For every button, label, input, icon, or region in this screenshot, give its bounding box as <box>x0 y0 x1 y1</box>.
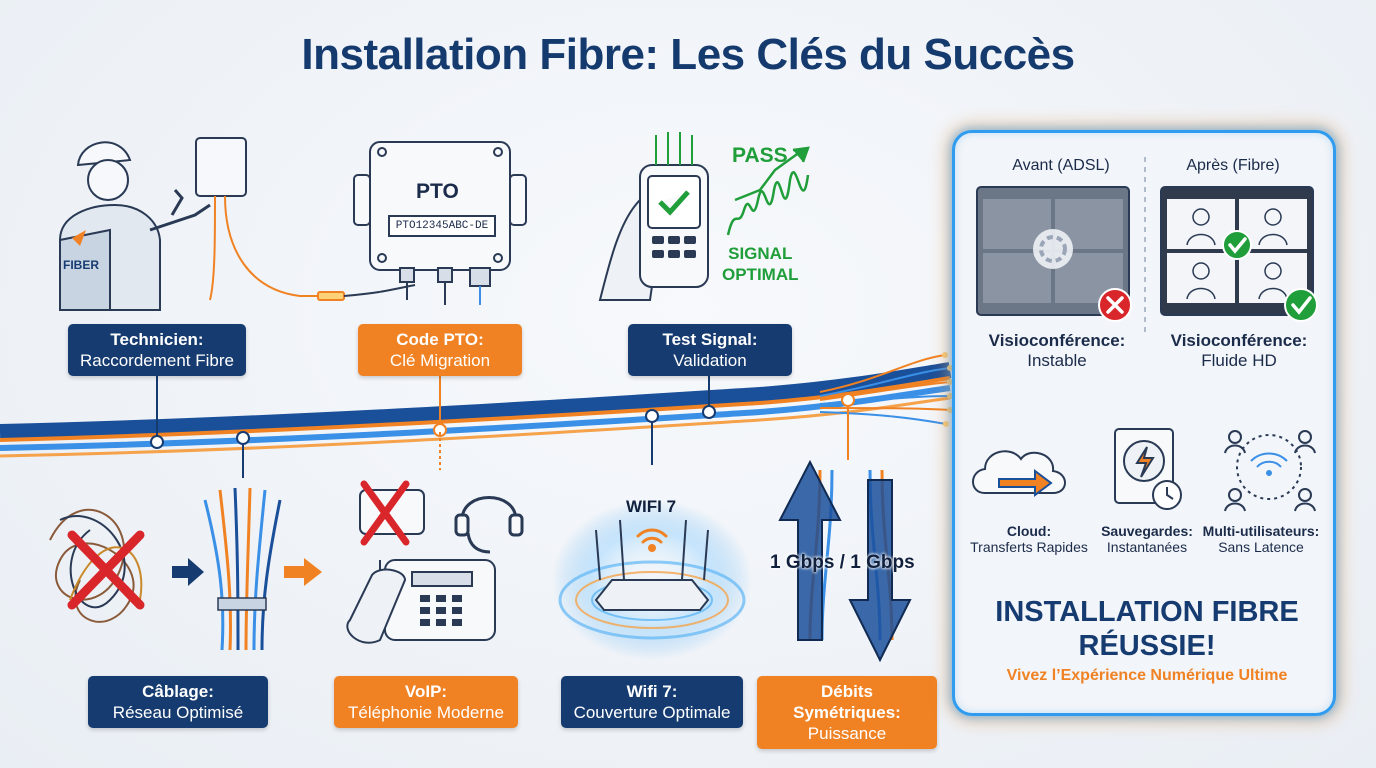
label-debits: Débits Symétriques:Puissance <box>757 676 937 749</box>
tangled-cables-illustration <box>49 508 143 623</box>
fiber-logo-icon <box>72 230 86 246</box>
before-heading: Avant (ADSL) <box>1012 157 1110 174</box>
multi-user-wifi-icon <box>1224 430 1316 512</box>
signal-graph-icon <box>726 146 810 236</box>
feature-backup: Sauvegardes:Instantanées <box>1101 523 1193 555</box>
before-video-screen <box>976 186 1130 316</box>
pto-box-illustration <box>353 141 527 305</box>
feature-cloud: Cloud:Transferts Rapides <box>970 523 1088 555</box>
arrow-up-icon <box>778 459 842 641</box>
tagline: Vivez l’Expérience Numérique Ultime <box>1006 667 1288 684</box>
feature-multi-user: Multi-utilisateurs:Sans Latence <box>1202 523 1320 555</box>
results-panel: Avant (ADSL) Après (Fibre) <box>952 130 1336 716</box>
video-call-comparison <box>976 157 1318 333</box>
arrow-right-icon <box>284 558 322 586</box>
label-technicien: Technicien:Raccordement Fibre <box>68 324 246 376</box>
signal-tester-illustration <box>598 132 709 301</box>
cross-icon <box>67 530 145 610</box>
headset-icon <box>454 496 524 554</box>
after-caption: Visioconférence:Fluide HD <box>1170 331 1308 370</box>
label-code-pto: Code PTO:Clé Migration <box>358 324 522 376</box>
voip-illustration <box>346 489 496 644</box>
cloud-transfer-icon <box>972 450 1066 497</box>
arrow-right-icon <box>172 558 204 586</box>
connector-lines <box>150 376 855 478</box>
feature-icons <box>972 428 1316 512</box>
success-line-2: RÉUSSIE! <box>1078 630 1216 662</box>
success-check-icon <box>1284 288 1318 322</box>
fiber-cable <box>0 352 953 458</box>
cross-icon <box>360 480 410 546</box>
after-heading: Après (Fibre) <box>1186 157 1280 174</box>
organized-cables-illustration <box>203 487 282 651</box>
signal-optimal-text: SIGNAL OPTIMAL <box>722 244 799 284</box>
speed-arrows-illustration <box>778 459 912 663</box>
label-test-signal: Test Signal:Validation <box>628 324 792 376</box>
label-cablage: Câblage:Réseau Optimisé <box>88 676 268 728</box>
label-voip: VoIP:Téléphonie Moderne <box>334 676 518 728</box>
wifi-icon <box>636 528 668 552</box>
pass-text: PASS <box>732 144 788 167</box>
label-wifi: Wifi 7:Couverture Optimale <box>561 676 743 728</box>
success-line-1: INSTALLATION FIBRE <box>995 596 1299 628</box>
fiber-badge-text: FIBER <box>63 258 99 272</box>
router-illustration <box>552 500 752 660</box>
pto-device-code: PTO12345ABC-DE <box>388 215 496 237</box>
success-check-icon <box>1222 230 1252 260</box>
router-wifi-text: WIFI 7 <box>626 497 677 516</box>
before-caption: Visioconférence:Instable <box>988 331 1126 370</box>
fail-icon <box>1098 288 1132 322</box>
pto-device-title: PTO <box>416 180 459 203</box>
backup-drive-icon <box>1114 428 1182 510</box>
page-title: Installation Fibre: Les Clés du Succès <box>301 30 1075 79</box>
arrow-down-icon <box>848 479 912 663</box>
speed-text: 1 Gbps / 1 Gbps <box>770 552 915 573</box>
